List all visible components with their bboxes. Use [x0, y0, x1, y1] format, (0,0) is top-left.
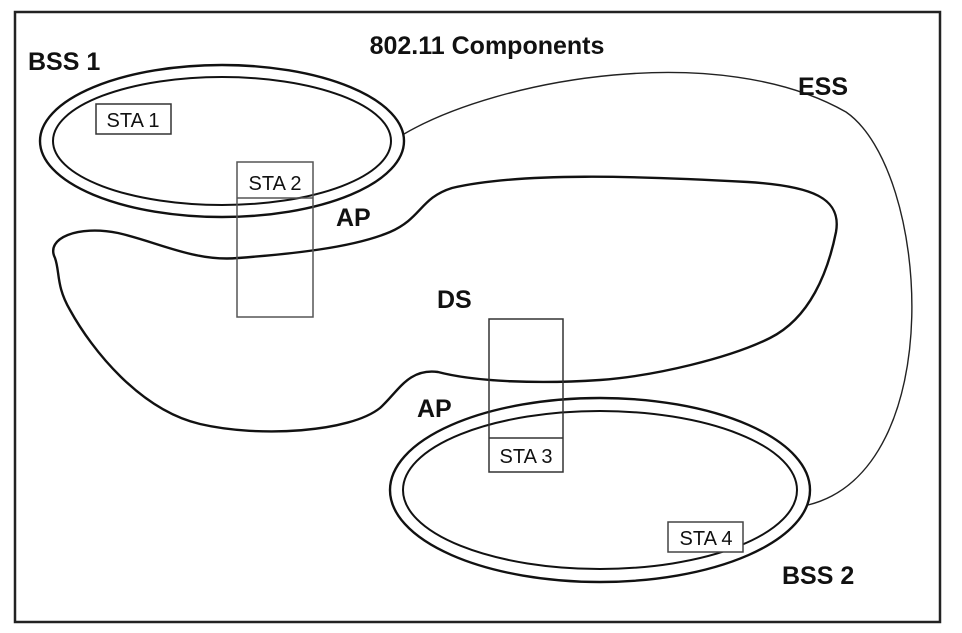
- sta3-label: STA 3: [500, 446, 553, 468]
- station-sta3-ap: STA 3: [488, 318, 564, 473]
- bss2-outer-ellipse: [388, 396, 812, 584]
- sta1-label: STA 1: [107, 110, 160, 132]
- bss1-outer-ellipse: [38, 63, 406, 219]
- bss2-label: BSS 2: [782, 562, 854, 590]
- station-sta2-ap: STA 2: [236, 161, 314, 318]
- ess-label: ESS: [798, 73, 848, 101]
- diagram-frame: [13, 10, 942, 624]
- ds-label: DS: [437, 286, 472, 314]
- sta4-label: STA 4: [680, 528, 733, 550]
- ap-label-top: AP: [336, 204, 371, 232]
- station-sta4: STA 4: [667, 521, 744, 553]
- station-sta1: STA 1: [95, 103, 172, 135]
- bss1-label: BSS 1: [28, 48, 100, 76]
- bss2-inner-ellipse: [402, 410, 798, 570]
- ap-label-bottom: AP: [417, 395, 452, 423]
- sta2-label: STA 2: [249, 173, 302, 195]
- ds-distribution-system-shape: [52, 175, 838, 433]
- diagram-title: 802.11 Components: [370, 32, 605, 60]
- bss1-inner-ellipse: [52, 76, 392, 206]
- ess-connector-curve: [403, 71, 913, 506]
